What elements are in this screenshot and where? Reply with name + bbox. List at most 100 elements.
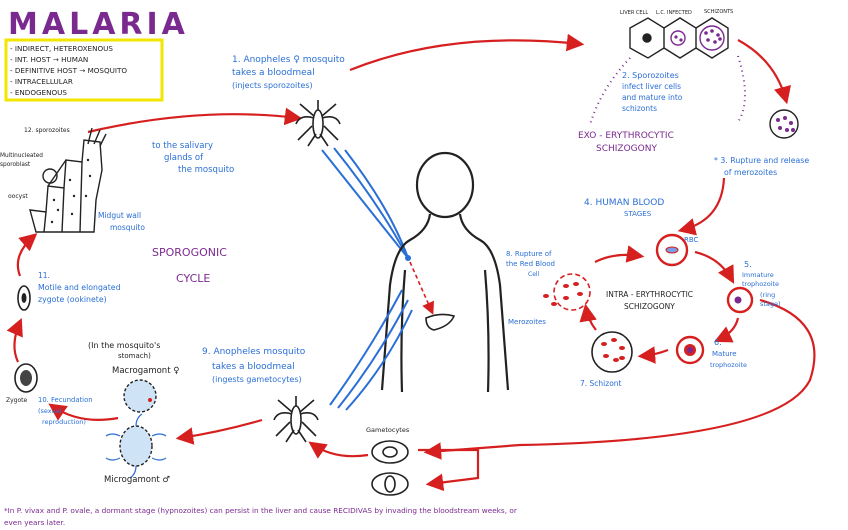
arrow-gametes-to-zygote (48, 403, 119, 421)
legend-line-2: - INT. HOST → HUMAN (10, 55, 88, 64)
macrogamont-label: Macrogamont ♀ (112, 366, 179, 376)
step-10-line-3: reproduction) (42, 418, 86, 426)
step-10-line-2: (sexual (38, 407, 62, 415)
step-9-line-3: (ingests gametocytes) (212, 375, 302, 384)
microgamont-label: Microgamont ♂ (104, 475, 170, 485)
step-4-line-2: STAGES (624, 210, 652, 218)
midgut-line-2: mosquito (110, 223, 145, 232)
merozoite-release-dots (737, 55, 746, 123)
rupturing-liver-cell-icon (769, 109, 799, 139)
sporogonic-line-2: CYCLE (176, 272, 210, 285)
mature-trophozoite-cell (675, 335, 705, 365)
arrow-mature-to-schizont (637, 346, 669, 364)
stomach-line-2: stomach) (118, 352, 151, 360)
exo-label-1: EXO - ERYTHROCYTIC (578, 131, 674, 141)
salivary-line-3: the mosquito (178, 165, 234, 175)
legend-line-3: - DEFINITIVE HOST → MOSQUITO (10, 66, 127, 75)
zygote-icon (14, 363, 38, 393)
oocyst-dots (50, 158, 92, 224)
footnote-line-2: even years later. (4, 518, 65, 527)
arrow-zygote-to-ookinete (6, 317, 23, 363)
mosquito-icon (295, 100, 341, 147)
schizonts-label: SCHIZONTS (704, 9, 733, 15)
legend-line-5: - ENDOGENOUS (10, 88, 67, 97)
liver-icon (425, 313, 456, 331)
sporozoite-lines (87, 127, 107, 147)
arrow-ookinete-to-oocyst (16, 233, 38, 277)
merozoites-label: Merozoites (508, 318, 546, 326)
human-figure-icon (380, 151, 510, 393)
salivary-line-1: to the salivary (152, 141, 213, 151)
exo-label-2: SCHIZOGONY (596, 144, 657, 154)
arrow-gametocytes-to-mosquito (308, 441, 369, 459)
step-9-line-1: 9. Anopheles mosquito (202, 347, 306, 357)
arrow-schizont-to-rupture (579, 303, 597, 331)
injection-lines (321, 147, 409, 259)
arrow-mosquito-to-gametes (175, 418, 263, 445)
step-3-line-2: of merozoites (724, 168, 777, 177)
step-5-line-3: trophozoite (742, 280, 779, 288)
step-6-line-2: Mature (712, 350, 737, 358)
midgut-line-1: Midgut wall (98, 211, 141, 220)
step-5-line-2: Immature (742, 271, 774, 279)
step-8-line-1: 8. Rupture of (506, 250, 552, 258)
injection-point (405, 255, 411, 261)
arrow-bracket (418, 448, 480, 492)
multinucleated-line-1: Multinucleated (0, 153, 43, 159)
step-2-line-2: infect liver cells (622, 82, 681, 91)
blood-to-liver-arrow (409, 261, 434, 315)
page-title: MALARIA (8, 7, 189, 42)
arrow-release-to-rbc (677, 177, 726, 236)
mosquito-2-icon (273, 396, 319, 443)
rbc-label: RBC (684, 236, 699, 244)
liver-cells-icon (629, 17, 729, 59)
step-8-line-2: the Red Blood (506, 260, 555, 268)
step-5-line-5: stage) (760, 300, 781, 308)
gametocytes-label: Gametocytes (366, 426, 410, 434)
step-10-line-1: 10. Fecundation (38, 396, 93, 404)
schizont-dots (674, 29, 722, 44)
multinucleated-line-2: sporoblast (0, 162, 31, 168)
liver-cell-label: LIVER CELL (620, 10, 648, 16)
schizont-cell (591, 331, 633, 373)
ruptured-rbc-cell (553, 273, 591, 311)
footnote-line-1: *In P. vivax and P. ovale, a dormant sta… (4, 506, 517, 515)
legend-line-1: - INDIRECT, HETEROXENOUS (10, 44, 113, 53)
ring-stage-cell (726, 286, 754, 314)
zygote-label: Zygote (6, 397, 27, 404)
step-11-line-1: 11. (38, 271, 50, 280)
intra-label-1: INTRA - ERYTHROCYTIC (606, 290, 693, 299)
arrow-ring-to-mature (714, 317, 740, 343)
step-7-label: 7. Schizont (580, 379, 622, 388)
step-4-line-1: 4. HUMAN BLOOD (584, 198, 664, 208)
cycle-arrows (6, 33, 816, 492)
intra-label-2: SCHIZOGONY (624, 302, 675, 311)
step-8-line-3: Cell (528, 271, 540, 278)
arrow-rupture-to-rbc (594, 245, 645, 263)
step-1-line-2: takes a bloodmeal (232, 68, 315, 78)
step-5-line-1: 5. (744, 260, 752, 269)
step-6-line-1: 6. (714, 338, 722, 347)
sporogonic-line-1: SPOROGONIC (152, 246, 227, 259)
ookinete-icon (17, 285, 31, 311)
gametocyte-uptake-lines (329, 289, 413, 411)
step-11-line-3: zygote (ookinete) (38, 295, 107, 304)
arrow-ring-to-gametocytes (423, 298, 816, 460)
arrow-sporozoites-to-mosquito (87, 107, 303, 134)
arrow-liver-to-rupture (737, 39, 791, 105)
step-1-line-3: (injects sporozoites) (232, 81, 313, 90)
blood-stage-cells (543, 233, 754, 373)
sporozoite-entry-dots (589, 57, 631, 126)
legend-line-4: - INTRACELLULAR (10, 77, 73, 86)
salivary-line-2: glands of (164, 153, 204, 163)
legend-box (4, 38, 164, 102)
step-3-line-1: * 3. Rupture and release (714, 156, 809, 165)
gametocyte-cells (371, 440, 409, 496)
microgamont-icon (105, 413, 167, 479)
step-1-line-1: 1. Anopheles ♀ mosquito (232, 55, 345, 65)
multinucleated-sporoblast-icon (42, 168, 58, 184)
step-11-line-2: Motile and elongated (38, 283, 121, 292)
oocyst-label: oocyst (8, 193, 28, 200)
step-6-line-3: trophozoite (710, 361, 747, 369)
step-12-label: 12. sporozoites (24, 127, 70, 134)
